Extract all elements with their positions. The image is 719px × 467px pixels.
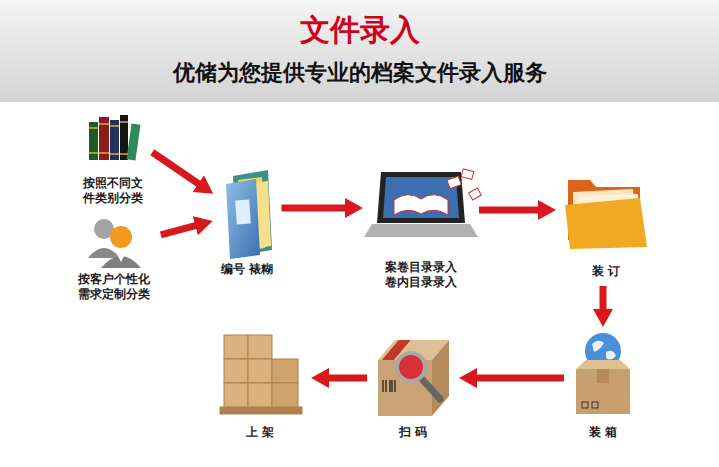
person-icon: [88, 219, 141, 268]
flow-arrow: [600, 286, 607, 311]
subtitle: 优储为您提供专业的档案文件录入服务: [0, 58, 719, 86]
process-step: 扫 码: [371, 336, 455, 443]
globe-box-icon: [576, 333, 630, 414]
pallet-icon: [220, 335, 302, 414]
process-step: 装 箱: [568, 331, 638, 443]
step-caption: 按客户个性化需求定制分类: [75, 272, 153, 302]
step-caption: 装 订: [560, 264, 652, 279]
folder-icon: [226, 170, 272, 259]
header-band: [0, 0, 719, 102]
flow-arrow: [282, 205, 348, 212]
process-step: 装 订: [560, 176, 652, 282]
process-step: 编号 裱糊: [217, 166, 278, 280]
step-caption: 装 箱: [568, 425, 638, 440]
folders-icon: [565, 180, 647, 249]
step-caption: 按照不同文件类别分类: [81, 176, 145, 206]
flow-arrow: [475, 375, 564, 382]
step-caption: 上 架: [213, 425, 307, 440]
process-step: 按照不同文件类别分类: [77, 116, 149, 209]
scan-box-icon: [378, 340, 449, 416]
flow-arrow: [152, 152, 200, 184]
books-icon: [89, 115, 140, 161]
title: 文件录入: [0, 12, 719, 48]
process-step: 上 架: [213, 333, 307, 443]
step-caption: 扫 码: [371, 425, 455, 440]
flow-arrow: [161, 225, 197, 235]
flow-arrow: [327, 375, 367, 382]
process-step: 案卷目录录入 卷内目录录入: [367, 168, 475, 293]
process-step: 按客户个性化需求定制分类: [71, 216, 157, 305]
laptop-icon: [364, 169, 481, 237]
flow-arrow: [479, 207, 540, 214]
step-caption: 编号 裱糊: [217, 262, 278, 277]
step-caption: 案卷目录录入 卷内目录录入: [382, 260, 460, 290]
